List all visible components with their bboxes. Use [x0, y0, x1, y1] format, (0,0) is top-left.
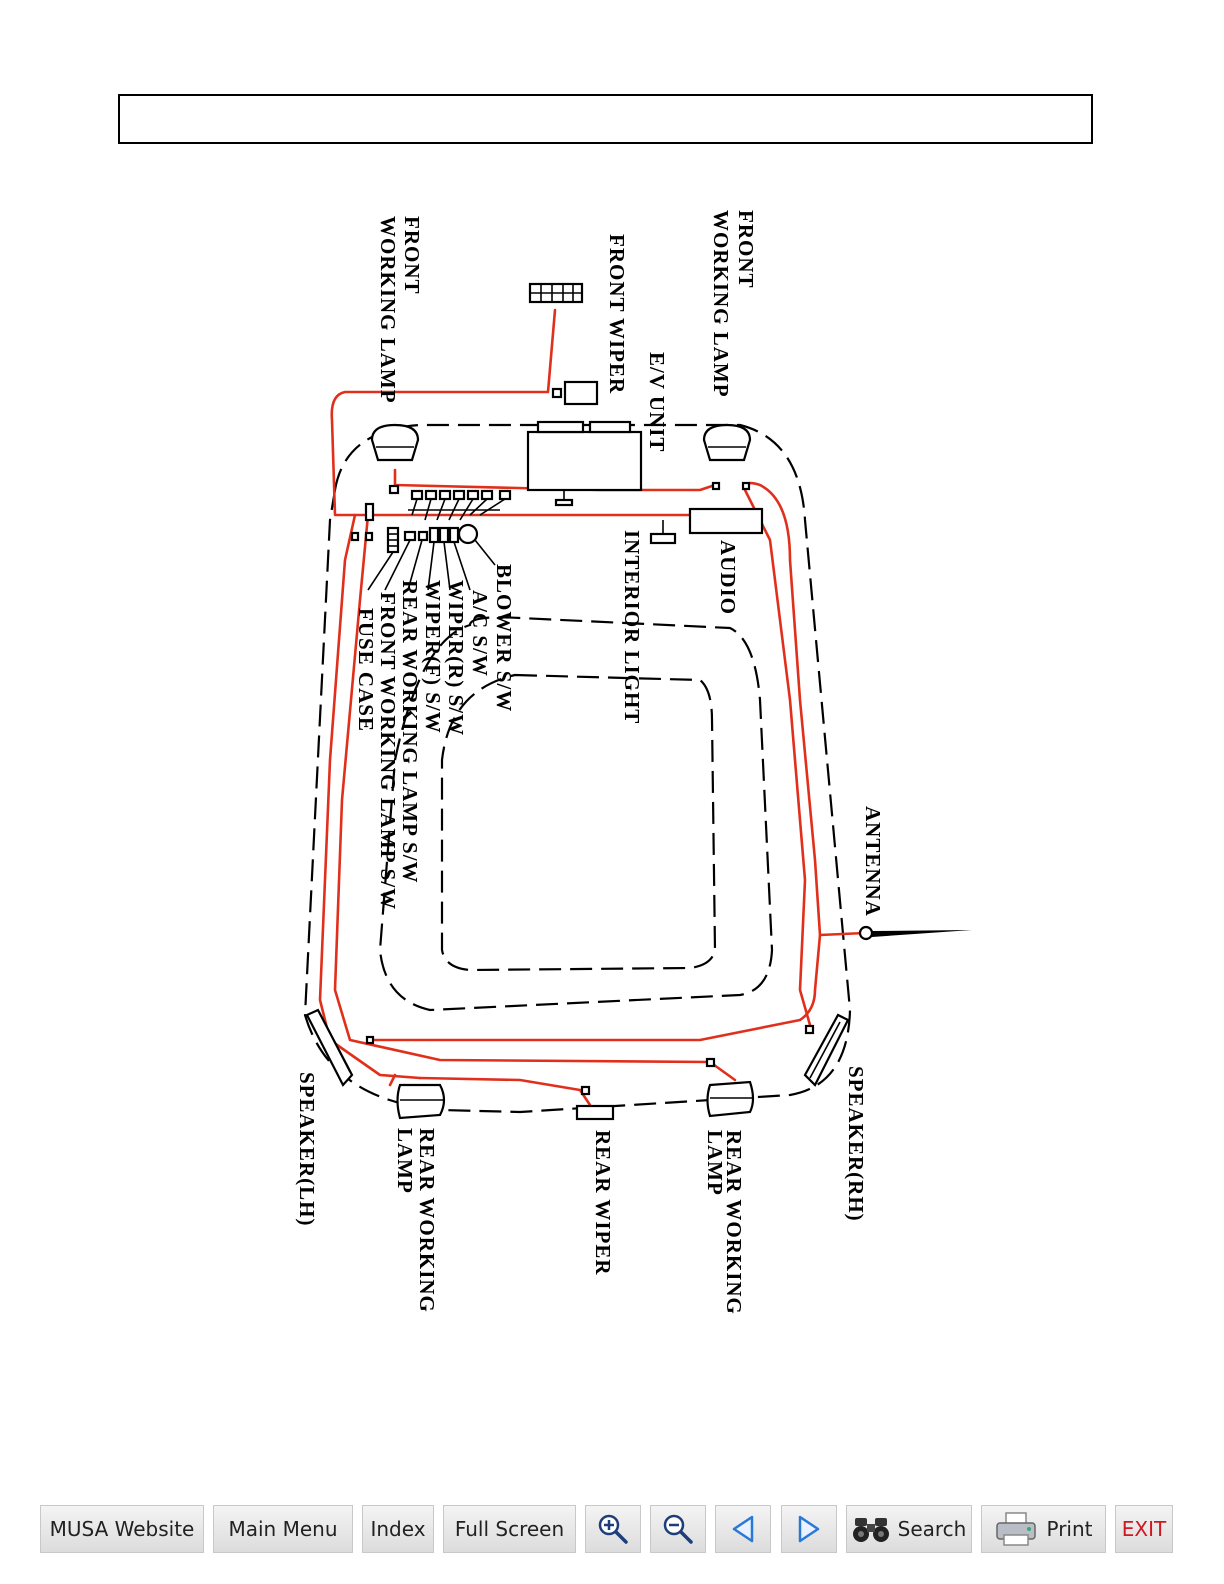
label-ev-unit: E/V UNIT	[645, 352, 669, 452]
musa-website-label: MUSA Website	[49, 1517, 195, 1541]
labels: FRONT WORKING LAMP FRONT WIPER E/V UNIT …	[295, 210, 885, 1315]
full-screen-label: Full Screen	[454, 1517, 565, 1541]
arrow-right-icon	[798, 1515, 820, 1543]
label-rear-working-lamp-left-2: LAMP	[393, 1128, 417, 1194]
front-working-lamp-right-icon	[702, 423, 752, 462]
front-working-lamp-left-icon	[370, 423, 420, 462]
label-wiper-r-sw: WIPER(R) S/W	[444, 580, 468, 736]
label-fuse-case: FUSE CASE	[354, 608, 378, 732]
print-label: Print	[1046, 1517, 1093, 1541]
rear-working-lamp-right-icon	[706, 1080, 755, 1118]
previous-page-button[interactable]	[715, 1505, 771, 1553]
musa-website-button[interactable]: MUSA Website	[40, 1505, 204, 1553]
zoom-in-button[interactable]	[585, 1505, 641, 1553]
seat-outline-inner	[440, 673, 717, 972]
index-button[interactable]: Index	[362, 1505, 434, 1553]
exit-button[interactable]: EXIT	[1115, 1505, 1173, 1553]
label-speaker-rh: SPEAKER(RH)	[844, 1066, 868, 1222]
zoom-out-button[interactable]	[650, 1505, 706, 1553]
print-button[interactable]: Print	[981, 1505, 1106, 1553]
label-audio: AUDIO	[716, 540, 740, 615]
label-rear-working-lamp-left-1: REAR WORKING	[415, 1128, 439, 1313]
main-menu-label: Main Menu	[228, 1517, 338, 1541]
connectors	[350, 387, 815, 1096]
search-button[interactable]: Search	[846, 1505, 972, 1553]
speaker-lh-icon	[305, 1008, 354, 1087]
printer-icon	[994, 1511, 1038, 1547]
switch-panel	[364, 489, 512, 591]
zoom-in-icon	[598, 1514, 628, 1544]
label-front-working-lamp-left-2: WORKING LAMP	[376, 216, 400, 404]
rear-wiper-motor	[575, 1104, 615, 1121]
label-ac-sw: A/C S/W	[468, 590, 492, 677]
label-speaker-lh: SPEAKER(LH)	[295, 1072, 319, 1227]
main-menu-button[interactable]: Main Menu	[213, 1505, 353, 1553]
binoculars-icon	[852, 1514, 890, 1544]
label-front-working-lamp-right-2: WORKING LAMP	[709, 210, 733, 398]
label-front-working-lamp-sw: FRONT WORKING LAMP S/W	[376, 592, 400, 910]
label-antenna: ANTENNA	[861, 806, 885, 917]
label-front-wiper: FRONT WIPER	[605, 234, 629, 394]
next-page-button[interactable]	[781, 1505, 837, 1553]
ev-unit-box	[526, 420, 643, 507]
full-screen-button[interactable]: Full Screen	[443, 1505, 576, 1553]
rear-working-lamp-left-icon	[396, 1083, 446, 1120]
zoom-out-icon	[663, 1514, 693, 1544]
label-rear-working-lamp-right-1: REAR WORKING	[722, 1130, 746, 1315]
label-wiper-f-sw: WIPER(F) S/W	[421, 580, 445, 734]
label-interior-light: INTERIOR LIGHT	[620, 530, 644, 724]
label-front-working-lamp-right-1: FRONT	[734, 210, 758, 289]
interior-light-box	[649, 532, 677, 545]
front-wiper-motor	[563, 380, 599, 406]
header-box	[118, 94, 1093, 144]
wiring-diagram: FRONT WORKING LAMP FRONT WIPER E/V UNIT …	[295, 210, 972, 1315]
bottom-toolbar: MUSA Website Main Menu Index Full Screen	[40, 1505, 1180, 1555]
audio-unit	[688, 507, 764, 535]
search-label: Search	[897, 1517, 967, 1541]
label-blower-sw: BLOWER S/W	[492, 564, 516, 712]
label-front-working-lamp-left-1: FRONT	[400, 216, 424, 295]
label-rear-working-lamp-right-2: LAMP	[703, 1130, 727, 1196]
label-rear-working-lamp-sw: REAR WORKING LAMP S/W	[398, 580, 422, 884]
speaker-rh-icon	[803, 1013, 850, 1087]
arrow-left-icon	[732, 1515, 754, 1543]
label-rear-wiper: REAR WIPER	[591, 1130, 615, 1276]
cab-outline	[303, 423, 852, 1114]
fuse-block-icon	[528, 282, 584, 304]
index-label: Index	[370, 1517, 426, 1541]
exit-label: EXIT	[1121, 1517, 1167, 1541]
antenna-icon	[858, 925, 972, 941]
seat-outline-outer	[378, 616, 774, 1012]
